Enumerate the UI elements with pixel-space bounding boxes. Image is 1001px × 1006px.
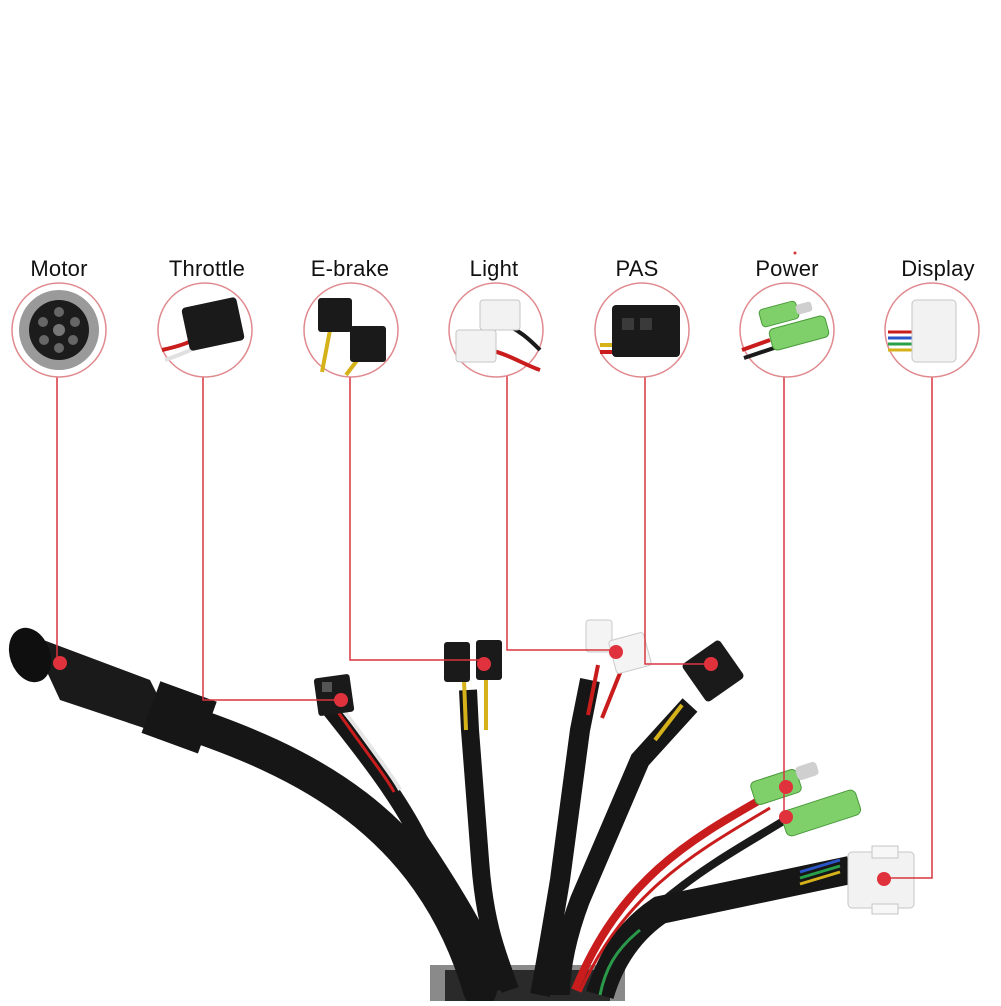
throttle-detail-circle [157,282,253,378]
leader-lines [56,370,933,879]
cable-bundle [163,664,853,1006]
label-display: Display [901,256,975,281]
label-power: Power [755,256,819,281]
label-motor: Motor [30,256,88,281]
light-detail-circle [448,282,544,378]
leader-line-ebrake [349,370,484,661]
marker-motor [53,656,67,670]
markers [53,645,891,886]
leader-line-pas [644,370,710,665]
marker-display [877,872,891,886]
marker-power-1 [779,780,793,794]
marker-power-2 [779,810,793,824]
power-connectors [750,761,862,837]
pas-detail-circle [594,282,690,378]
label-ebrake: E-brake [310,256,390,281]
leader-line-throttle [202,370,340,701]
label-light: Light [469,256,519,281]
detail-circles [11,282,980,378]
light-connectors [585,619,652,674]
label-throttle: Throttle [168,256,246,281]
leader-line-display [884,370,933,879]
power-detail-circle [739,282,835,378]
ebrake-detail-circle [303,282,399,378]
stray-dot [793,251,797,255]
marker-light [609,645,623,659]
pas-connector [682,640,744,702]
marker-ebrake [477,657,491,671]
motor-connector [8,627,217,754]
label-pas: PAS [615,256,659,281]
marker-pas [704,657,718,671]
throttle-connector [313,674,355,716]
ebrake-connectors [444,640,502,682]
motor-detail-circle [11,282,107,378]
display-detail-circle [884,282,980,378]
marker-throttle [334,693,348,707]
leader-line-light [506,370,614,651]
